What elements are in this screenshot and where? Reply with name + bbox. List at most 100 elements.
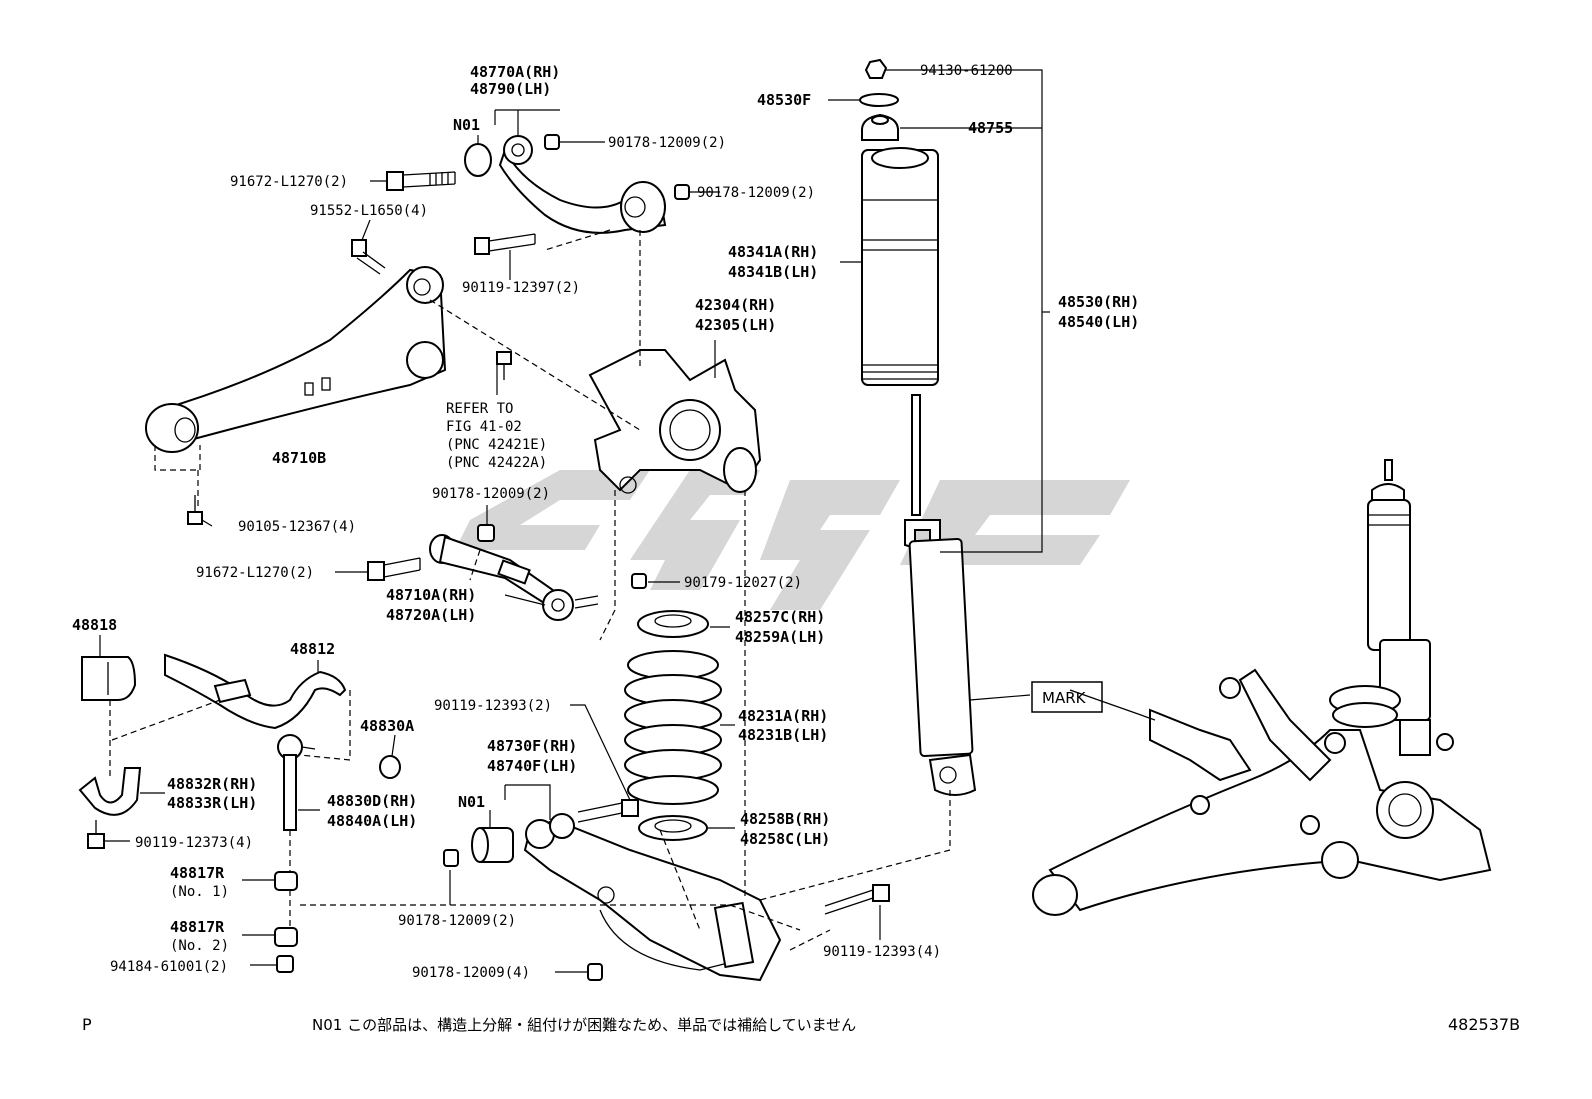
label-upper-arm-lh: 48790(LH) bbox=[470, 80, 551, 98]
label-nut-90178-b: 90178-12009(2) bbox=[697, 185, 815, 201]
label-nut-90178-e: 90178-12009(4) bbox=[412, 965, 530, 981]
label-cushion-no1: 48817R bbox=[170, 864, 225, 882]
label-bracket-rh: 48832R(RH) bbox=[167, 775, 257, 793]
lower-arm bbox=[523, 813, 782, 982]
dust-boot bbox=[861, 147, 939, 386]
label-boot-lh: 48341B(LH) bbox=[728, 263, 818, 281]
label-bolt-90119-12373: 90119-12373(4) bbox=[135, 835, 253, 851]
bolt-91672-top-icon bbox=[386, 171, 456, 191]
label-nut-94130: 94130-61200 bbox=[920, 63, 1013, 79]
label-nut-94184: 94184-61001(2) bbox=[110, 959, 228, 975]
label-spring-lh: 48231B(LH) bbox=[738, 726, 828, 744]
footer: P N01 この部品は、構造上分解・組付けが困難なため、単品では補給していません… bbox=[82, 1015, 1520, 1034]
label-refer-1: REFER TO bbox=[446, 401, 513, 417]
nut-icon bbox=[674, 184, 690, 200]
label-knuckle-lh: 42305(LH) bbox=[695, 316, 776, 334]
nut-icon bbox=[631, 573, 647, 589]
stabilizer-link bbox=[277, 734, 316, 831]
label-lowerarm-rh: 48730F(RH) bbox=[487, 737, 577, 755]
label-refer-3: (PNC 42421E) bbox=[446, 437, 547, 453]
label-nut-90178-d: 90178-12009(2) bbox=[398, 913, 516, 929]
label-refer-4: (PNC 42422A) bbox=[446, 455, 547, 471]
coil-spring bbox=[624, 650, 722, 805]
label-bolt-90119-12393-a: 90119-12393(2) bbox=[434, 698, 552, 714]
nut-icon bbox=[443, 849, 459, 867]
label-refer-2: FIG 41-02 bbox=[446, 419, 522, 435]
cushion-no2 bbox=[274, 927, 298, 947]
label-stablink-lh: 48840A(LH) bbox=[327, 812, 417, 830]
bolt-90119-12393-a-icon bbox=[577, 799, 639, 823]
stabilizer-bracket bbox=[78, 767, 142, 816]
label-stab-48812: 48812 bbox=[290, 640, 335, 658]
label-cushion-no1-sub: (No. 1) bbox=[170, 884, 229, 900]
trailing-arm bbox=[145, 266, 447, 471]
label-mount-48530f: 48530F bbox=[757, 91, 811, 109]
label-bolt-90119-12397: 90119-12397(2) bbox=[462, 280, 580, 296]
bushing-n01-bottom bbox=[471, 827, 514, 863]
label-upper-arm-rh: 48770A(RH) bbox=[470, 63, 560, 81]
bushing-48830a bbox=[379, 755, 401, 779]
label-bolt-90119-12393-b: 90119-12393(4) bbox=[823, 944, 941, 960]
label-bolt-91672-mid: 91672-L1270(2) bbox=[196, 565, 314, 581]
label-bracket-lh: 48833R(LH) bbox=[167, 794, 257, 812]
label-nut-90178-a: 90178-12009(2) bbox=[608, 135, 726, 151]
label-insul-lower-rh: 48258B(RH) bbox=[740, 810, 830, 828]
shock-upper-parts bbox=[859, 58, 899, 141]
label-lowerarm-lh: 48740F(LH) bbox=[487, 757, 577, 775]
label-shock-lh: 48540(LH) bbox=[1058, 313, 1139, 331]
label-bound-48755: 48755 bbox=[968, 119, 1013, 137]
label-boot-rh: 48341A(RH) bbox=[728, 243, 818, 261]
nut-icon bbox=[276, 955, 294, 973]
label-bush-48818: 48818 bbox=[72, 616, 117, 634]
label-knuckle-rh: 42304(RH) bbox=[695, 296, 776, 314]
upper-insulator bbox=[637, 610, 709, 638]
bolt-refer-icon bbox=[496, 351, 512, 380]
label-bolt-91672-top: 91672-L1270(2) bbox=[230, 174, 348, 190]
label-nut-90178-c: 90178-12009(2) bbox=[432, 486, 550, 502]
cushion-no1 bbox=[274, 871, 298, 891]
leader-lines bbox=[99, 69, 1050, 973]
mark-callout bbox=[969, 681, 1103, 713]
footer-code: 482537B bbox=[1448, 1015, 1520, 1034]
lower-insulator bbox=[638, 815, 708, 841]
label-cushion-no2-sub: (No. 2) bbox=[170, 938, 229, 954]
bolt-91672-mid-icon bbox=[367, 557, 421, 581]
bolt-90119-12393-b-icon bbox=[824, 884, 890, 915]
label-bush-48830a: 48830A bbox=[360, 717, 414, 735]
part-labels: 48770A(RH) 48790(LH) N01 90178-12009(2) … bbox=[72, 63, 1139, 981]
label-n01-top: N01 bbox=[453, 116, 480, 134]
label-nut-90179: 90179-12027(2) bbox=[684, 575, 802, 591]
assembly-view bbox=[1032, 459, 1492, 916]
bolt-90105-icon bbox=[187, 495, 203, 525]
upper-arm bbox=[464, 135, 667, 234]
label-bolt-91552: 91552-L1650(4) bbox=[310, 203, 428, 219]
nut-icon bbox=[477, 524, 495, 542]
nut-icon bbox=[587, 963, 603, 981]
knuckle bbox=[588, 349, 762, 494]
label-link-lh: 48720A(LH) bbox=[386, 606, 476, 624]
label-shock-rh: 48530(RH) bbox=[1058, 293, 1139, 311]
bolt-90119-12373-icon bbox=[87, 820, 105, 849]
label-n01-bottom: N01 bbox=[458, 793, 485, 811]
bolt-90119-12397-icon bbox=[474, 233, 536, 255]
label-insul-upper-lh: 48259A(LH) bbox=[735, 628, 825, 646]
shock-absorber bbox=[904, 394, 977, 796]
bolt-91552-icon bbox=[351, 239, 386, 275]
label-cushion-no2: 48817R bbox=[170, 918, 225, 936]
stabilizer-bushing bbox=[81, 656, 137, 701]
label-bolt-90105: 90105-12367(4) bbox=[238, 519, 356, 535]
label-link-rh: 48710A(RH) bbox=[386, 586, 476, 604]
label-mark: MARK bbox=[1042, 689, 1087, 707]
label-spring-rh: 48231A(RH) bbox=[738, 707, 828, 725]
stabilizer-bar bbox=[164, 653, 347, 730]
dashed-lines bbox=[109, 229, 951, 951]
label-insul-lower-lh: 48258C(LH) bbox=[740, 830, 830, 848]
nut-icon bbox=[544, 134, 560, 150]
footer-left: P bbox=[82, 1015, 92, 1034]
lateral-link bbox=[429, 534, 574, 621]
label-trailing-arm: 48710B bbox=[272, 449, 326, 467]
label-insul-upper-rh: 48257C(RH) bbox=[735, 608, 825, 626]
footer-note: N01 この部品は、構造上分解・組付けが困難なため、単品では補給していません bbox=[312, 1016, 856, 1034]
